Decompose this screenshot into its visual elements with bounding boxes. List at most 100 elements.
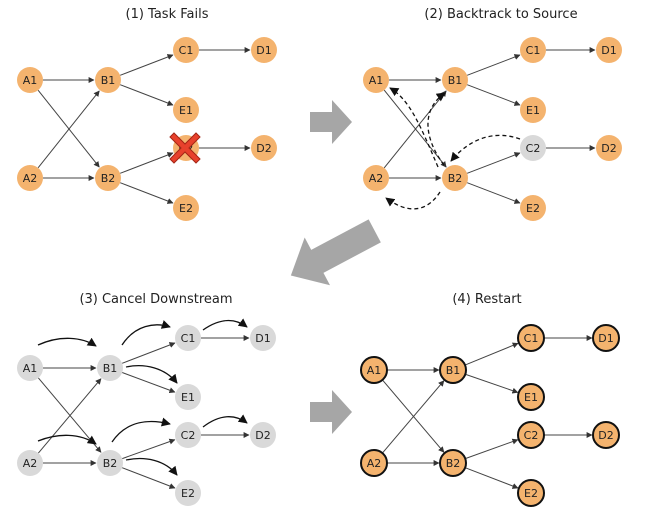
- edge-b2-e2: [466, 182, 521, 204]
- cancel-arrow-a2-b2: [37, 434, 97, 445]
- node-label: E1: [179, 104, 193, 117]
- panel-title-cancel-downstream: (3) Cancel Downstream: [79, 292, 232, 307]
- edge-b2-c2: [119, 152, 174, 174]
- cancel-arrow-a1-b1: [37, 337, 97, 347]
- backtrack-arrow-b2-to-a2: [385, 191, 441, 210]
- node-a2: A2: [17, 165, 43, 191]
- cancel-arrow-c1-d1: [202, 318, 248, 331]
- cancel-arrow-b2-c2: [111, 417, 171, 443]
- node-label: A1: [369, 74, 384, 87]
- backtrack-arrow-c2-to-b2: [450, 134, 521, 162]
- node-circle: [173, 37, 199, 63]
- edge-b1-e1: [465, 373, 519, 394]
- node-circle: [95, 165, 121, 191]
- edge-b2-e2: [121, 467, 176, 489]
- node-label: D1: [255, 332, 270, 345]
- node-circle: [592, 421, 620, 449]
- node-a1: A1: [363, 67, 389, 93]
- node-b2: B2: [439, 449, 467, 477]
- node-circle: [175, 480, 201, 506]
- node-e2: E2: [173, 195, 199, 221]
- node-label: D1: [598, 332, 613, 345]
- node-circle: [592, 324, 620, 352]
- node-circle: [596, 135, 622, 161]
- node-label: E1: [181, 391, 195, 404]
- node-label: C1: [526, 44, 541, 57]
- edge-b1-e1: [466, 84, 521, 106]
- node-circle: [17, 355, 43, 381]
- node-circle: [442, 67, 468, 93]
- node-b2: B2: [442, 165, 468, 191]
- panel-title-task-fails: (1) Task Fails: [126, 7, 209, 22]
- cancel-arrows: [37, 318, 248, 476]
- node-e1: E1: [173, 97, 199, 123]
- node-label: B2: [448, 172, 463, 185]
- node-circle: [520, 37, 546, 63]
- node-circle: [517, 421, 545, 449]
- node-circle: [17, 450, 43, 476]
- node-circle: [175, 384, 201, 410]
- node-label: A2: [369, 172, 384, 185]
- node-label: B1: [446, 364, 461, 377]
- node-circle: [439, 449, 467, 477]
- node-label: D2: [601, 142, 616, 155]
- node-a2: A2: [17, 450, 43, 476]
- edge-a2-b1: [37, 378, 102, 454]
- node-e2: E2: [175, 480, 201, 506]
- transition-arrow-right-bottom: [310, 390, 352, 434]
- node-circle: [251, 135, 277, 161]
- node-circle: [442, 165, 468, 191]
- transition-arrow-right-top: [310, 100, 352, 144]
- node-b2: B2: [97, 450, 123, 476]
- node-label: C2: [526, 142, 541, 155]
- node-label: E2: [524, 487, 538, 500]
- edge-b2-c2: [466, 152, 521, 174]
- cancel-arrow-b1-c1: [121, 320, 171, 346]
- node-b1: B1: [442, 67, 468, 93]
- node-label: B1: [448, 74, 463, 87]
- node-b1: B1: [97, 355, 123, 381]
- node-label: A2: [23, 172, 38, 185]
- node-a2: A2: [360, 449, 388, 477]
- edge-b1-c1: [464, 342, 519, 366]
- backtrack-arrow-b2-to-a1: [389, 87, 439, 168]
- node-e2: E2: [520, 195, 546, 221]
- edge-b2-c2: [122, 438, 176, 460]
- cancel-arrow-b1-e1: [125, 365, 178, 384]
- node-circle: [363, 67, 389, 93]
- edge-a2-b1: [37, 90, 100, 169]
- node-e1: E1: [175, 384, 201, 410]
- node-label: C1: [524, 332, 539, 345]
- node-label: A1: [23, 74, 38, 87]
- node-d2: D2: [251, 135, 277, 161]
- node-e1: E1: [517, 383, 545, 411]
- node-c2: C2: [520, 135, 546, 161]
- node-c1: C1: [517, 324, 545, 352]
- node-label: C1: [179, 44, 194, 57]
- node-label: E1: [524, 391, 538, 404]
- node-label: A1: [367, 364, 382, 377]
- edges-panel-1: [37, 47, 251, 204]
- node-d2: D2: [596, 135, 622, 161]
- cancel-arrow-b2-e2: [125, 457, 178, 476]
- node-circle: [596, 37, 622, 63]
- node-circle: [517, 383, 545, 411]
- node-circle: [250, 422, 276, 448]
- node-e1: E1: [520, 97, 546, 123]
- node-circle: [360, 449, 388, 477]
- node-b1: B1: [439, 356, 467, 384]
- node-label: D1: [256, 44, 271, 57]
- node-circle: [251, 37, 277, 63]
- node-a1: A1: [360, 356, 388, 384]
- node-b1: B1: [95, 67, 121, 93]
- node-circle: [17, 165, 43, 191]
- node-label: D2: [256, 142, 271, 155]
- node-label: B2: [101, 172, 116, 185]
- cancel-arrow-c2-d2: [202, 414, 248, 428]
- node-circle: [517, 324, 545, 352]
- edge-b1-e1: [122, 372, 176, 394]
- node-a1: A1: [17, 355, 43, 381]
